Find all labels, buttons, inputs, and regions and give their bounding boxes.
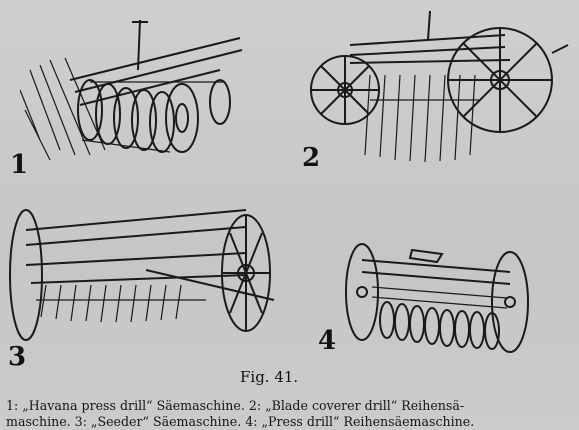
seeder-illustration bbox=[9, 209, 275, 341]
figure-4-illustration bbox=[342, 232, 532, 357]
press-drill-row-seeder-illustration bbox=[345, 243, 529, 353]
figure-1-number: 1 bbox=[10, 150, 29, 180]
figure-3-number: 3 bbox=[8, 342, 27, 372]
figure-4-number: 4 bbox=[318, 326, 337, 356]
figure-label: Fig. 41. bbox=[240, 368, 299, 386]
figure-2-number: 2 bbox=[302, 143, 321, 173]
caption-line-2: maschine. 3: „Seeder“ Säemaschine. 4: „P… bbox=[6, 414, 475, 429]
press-drill-illustration bbox=[20, 19, 243, 160]
figure-1-illustration bbox=[20, 10, 255, 160]
blade-coverer-drill-illustration bbox=[310, 10, 569, 163]
figure-2-illustration bbox=[310, 5, 572, 175]
caption-line-1: 1: „Havana press drill“ Säemaschine. 2: … bbox=[6, 398, 465, 413]
figure-3-illustration bbox=[6, 205, 276, 350]
figure-caption: 1: „Havana press drill“ Säemaschine. 2: … bbox=[6, 398, 576, 430]
